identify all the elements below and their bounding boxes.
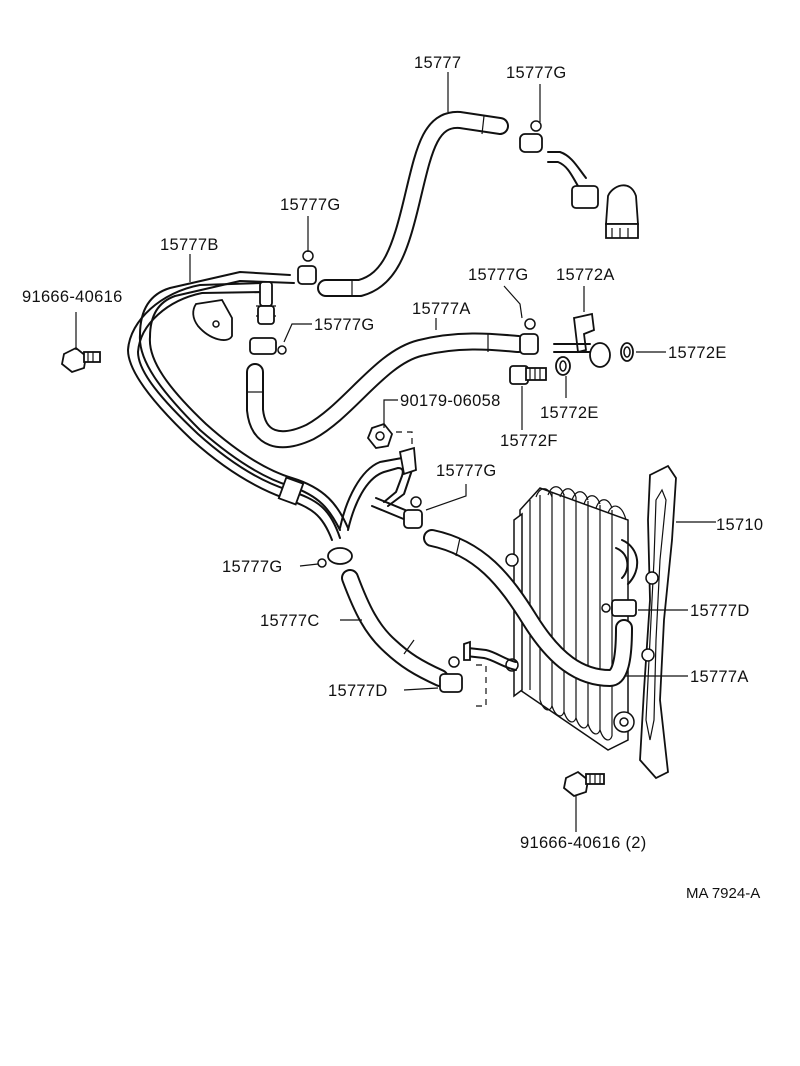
label-15777D-low: 15777D: [328, 682, 388, 700]
cooler-pipe-icon: [127, 271, 349, 541]
label-15772E-low: 15772E: [540, 404, 599, 422]
hose-icon: [341, 569, 449, 687]
cooler-pipe-icon: [463, 640, 517, 671]
hose-icon: [317, 111, 509, 297]
diagram-reference-id: MA 7924-A: [686, 885, 760, 902]
label-15777A-low: 15777A: [690, 668, 749, 686]
label-15772A: 15772A: [556, 266, 615, 284]
label-15772F: 15772F: [500, 432, 558, 450]
label-15777: 15777: [414, 54, 461, 72]
gasket-icon: [620, 342, 634, 362]
bolt-icon: [61, 346, 101, 374]
label-15777G-lowleft: 15777G: [222, 558, 283, 576]
label-15777G-center: 15777G: [436, 462, 497, 480]
label-15710: 15710: [716, 516, 763, 534]
hose-clamp-icon: [601, 599, 637, 617]
union-fitting-icon: [547, 151, 639, 239]
hose-icon: [246, 332, 527, 449]
hose-clamp-icon: [519, 318, 539, 355]
nut-icon: [366, 422, 394, 449]
cooler-pipe-icon: [339, 446, 417, 531]
hose-clamp-icon: [439, 656, 463, 693]
hose-clamp-icon: [403, 496, 423, 529]
hose-clamp-icon: [297, 250, 317, 285]
label-15777B: 15777B: [160, 236, 219, 254]
label-15777G-top: 15777G: [506, 64, 567, 82]
hose-clamp-icon: [519, 120, 543, 153]
label-15777C: 15777C: [260, 612, 320, 630]
label-91666-bottom: 91666-40616 (2): [520, 834, 647, 852]
cooler-fins: [529, 486, 627, 741]
union-fitting-icon: [553, 312, 611, 368]
bolt-icon: [563, 770, 605, 798]
gasket-icon: [555, 356, 571, 376]
label-15777A-mid: 15777A: [412, 300, 471, 318]
label-15772E-right: 15772E: [668, 344, 727, 362]
label-15777G-right: 15777G: [468, 266, 529, 284]
label-90179-06058: 90179-06058: [400, 392, 501, 410]
label-15777G-mid: 15777G: [280, 196, 341, 214]
bolt-icon: [509, 365, 547, 385]
cooler-bracket-icon: [639, 464, 677, 780]
hose-icon: [423, 529, 633, 687]
label-15777D-right: 15777D: [690, 602, 750, 620]
label-15777G-left: 15777G: [314, 316, 375, 334]
hose-clamp-icon: [317, 547, 353, 568]
label-91666-left: 91666-40616: [22, 288, 123, 306]
hose-clamp-icon: [249, 337, 287, 355]
